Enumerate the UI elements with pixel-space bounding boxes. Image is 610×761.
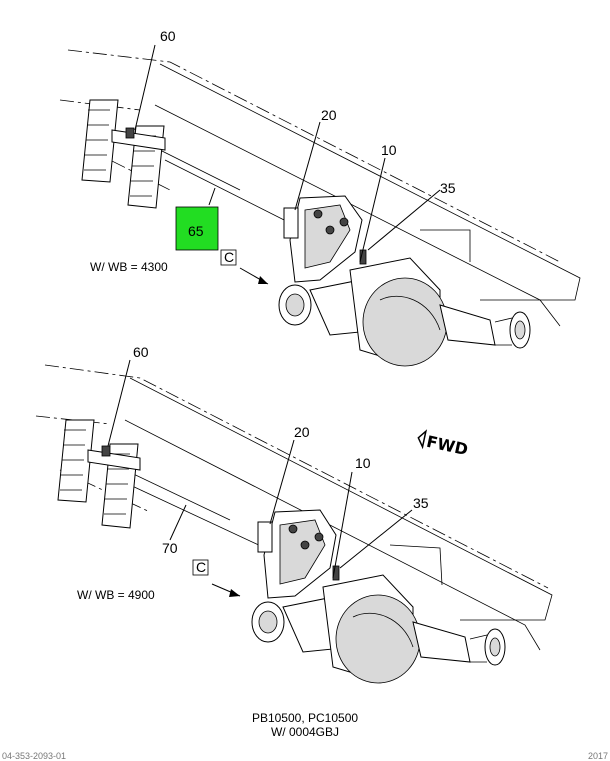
callout-60-bottom: 60	[133, 344, 149, 360]
callout-10-bottom: 10	[355, 455, 371, 471]
callout-20-bottom: 20	[294, 424, 310, 440]
wheelbase-label-top: W/ WB = 4300	[90, 260, 168, 274]
axle-assembly-lower	[251, 565, 506, 684]
bottom-view: 60 20 10 35 70 C W/ WB = 4900	[35, 344, 553, 684]
detail-label-bottom: C	[196, 559, 206, 575]
detail-box-bottom	[192, 559, 209, 576]
callout-60-top: 60	[160, 28, 176, 44]
callout-35-bottom: 35	[413, 495, 429, 511]
bracket-left-lower	[57, 419, 95, 503]
bracket-left	[81, 99, 119, 183]
detail-label-top: C	[224, 249, 234, 265]
detail-box-top	[220, 249, 237, 266]
spring-hanger-lower	[257, 509, 337, 599]
callout-20-top: 20	[321, 107, 337, 123]
figure-id: 04-353-2093-01	[2, 751, 67, 761]
callout-35-top: 35	[440, 180, 456, 196]
callout-70-bottom: 70	[162, 540, 178, 556]
callout-65-highlighted[interactable]: 65	[188, 223, 204, 239]
callout-10-top: 10	[381, 142, 397, 158]
forward-arrow-icon	[417, 429, 428, 450]
axle-assembly	[278, 249, 531, 367]
wheelbase-label-bottom: W/ WB = 4900	[77, 588, 155, 602]
forward-label: FWD	[425, 432, 470, 459]
top-view: 60 20 10 35 65 C W/ WB = 4300	[59, 28, 581, 367]
spring-hanger	[283, 195, 363, 283]
footer-model-line: PB10500, PC10500	[251, 711, 359, 725]
footer-option-line: W/ 0004GBJ	[270, 725, 340, 739]
forward-indicator: FWD	[417, 429, 470, 459]
figure-year: 2017	[587, 751, 608, 761]
highlight-box-65[interactable]	[175, 206, 219, 251]
